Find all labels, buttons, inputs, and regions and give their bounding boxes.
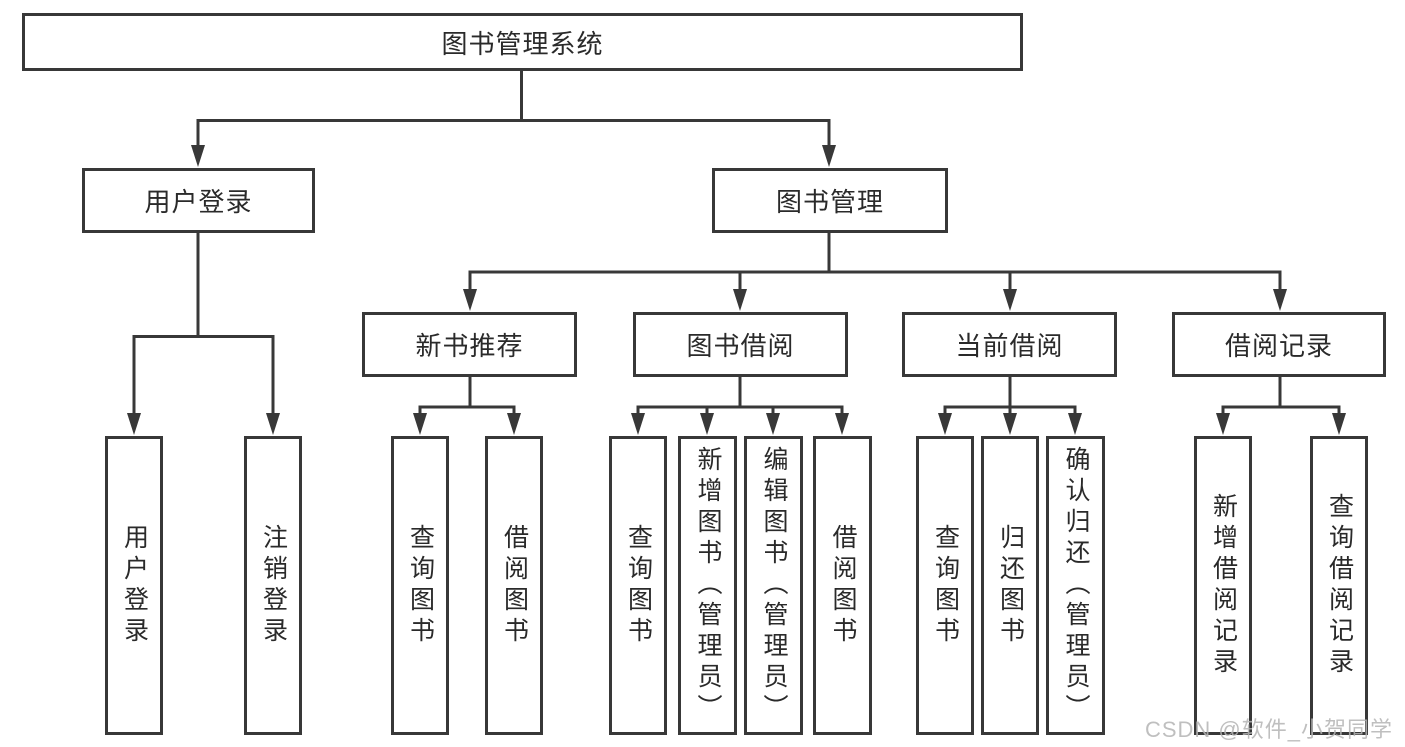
leaf-current-confirm-return-admin: 确认归还（管理员） (1046, 436, 1105, 735)
csdn-watermark: CSDN @软件_小贺同学 (1144, 717, 1393, 742)
node-user-login: 用户登录 (82, 168, 315, 233)
node-book-management: 图书管理 (712, 168, 948, 233)
leaf-borrowing-borrow-books: 借阅图书 (813, 436, 872, 735)
leaf-borrowing-edit-books-admin: 编辑图书（管理员） (744, 436, 803, 735)
leaf-current-return-books: 归还图书 (981, 436, 1039, 735)
leaf-borrowing-query-books: 查询图书 (609, 436, 667, 735)
node-root-system: 图书管理系统 (22, 13, 1023, 71)
leaf-records-add-record: 新增借阅记录 (1194, 436, 1252, 735)
leaf-newbooks-borrow-books: 借阅图书 (485, 436, 543, 735)
leaf-borrowing-add-books-admin: 新增图书（管理员） (678, 436, 737, 735)
node-borrowing-records: 借阅记录 (1172, 312, 1386, 377)
leaf-records-query-record: 查询借阅记录 (1310, 436, 1368, 735)
leaf-user-login: 用户登录 (105, 436, 163, 735)
leaf-newbooks-query-books: 查询图书 (391, 436, 449, 735)
node-book-borrowing: 图书借阅 (633, 312, 848, 377)
leaf-logout: 注销登录 (244, 436, 302, 735)
node-current-borrowing: 当前借阅 (902, 312, 1117, 377)
leaf-current-query-books: 查询图书 (916, 436, 974, 735)
node-new-book-recommend: 新书推荐 (362, 312, 577, 377)
